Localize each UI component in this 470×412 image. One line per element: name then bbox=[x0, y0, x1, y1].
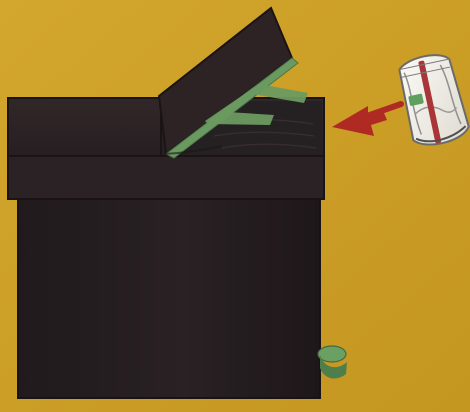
pedal-top bbox=[318, 346, 346, 362]
bin-rim-depth bbox=[8, 156, 324, 199]
bin-front-shadow bbox=[18, 199, 320, 398]
bin-rim-left bbox=[8, 98, 161, 156]
